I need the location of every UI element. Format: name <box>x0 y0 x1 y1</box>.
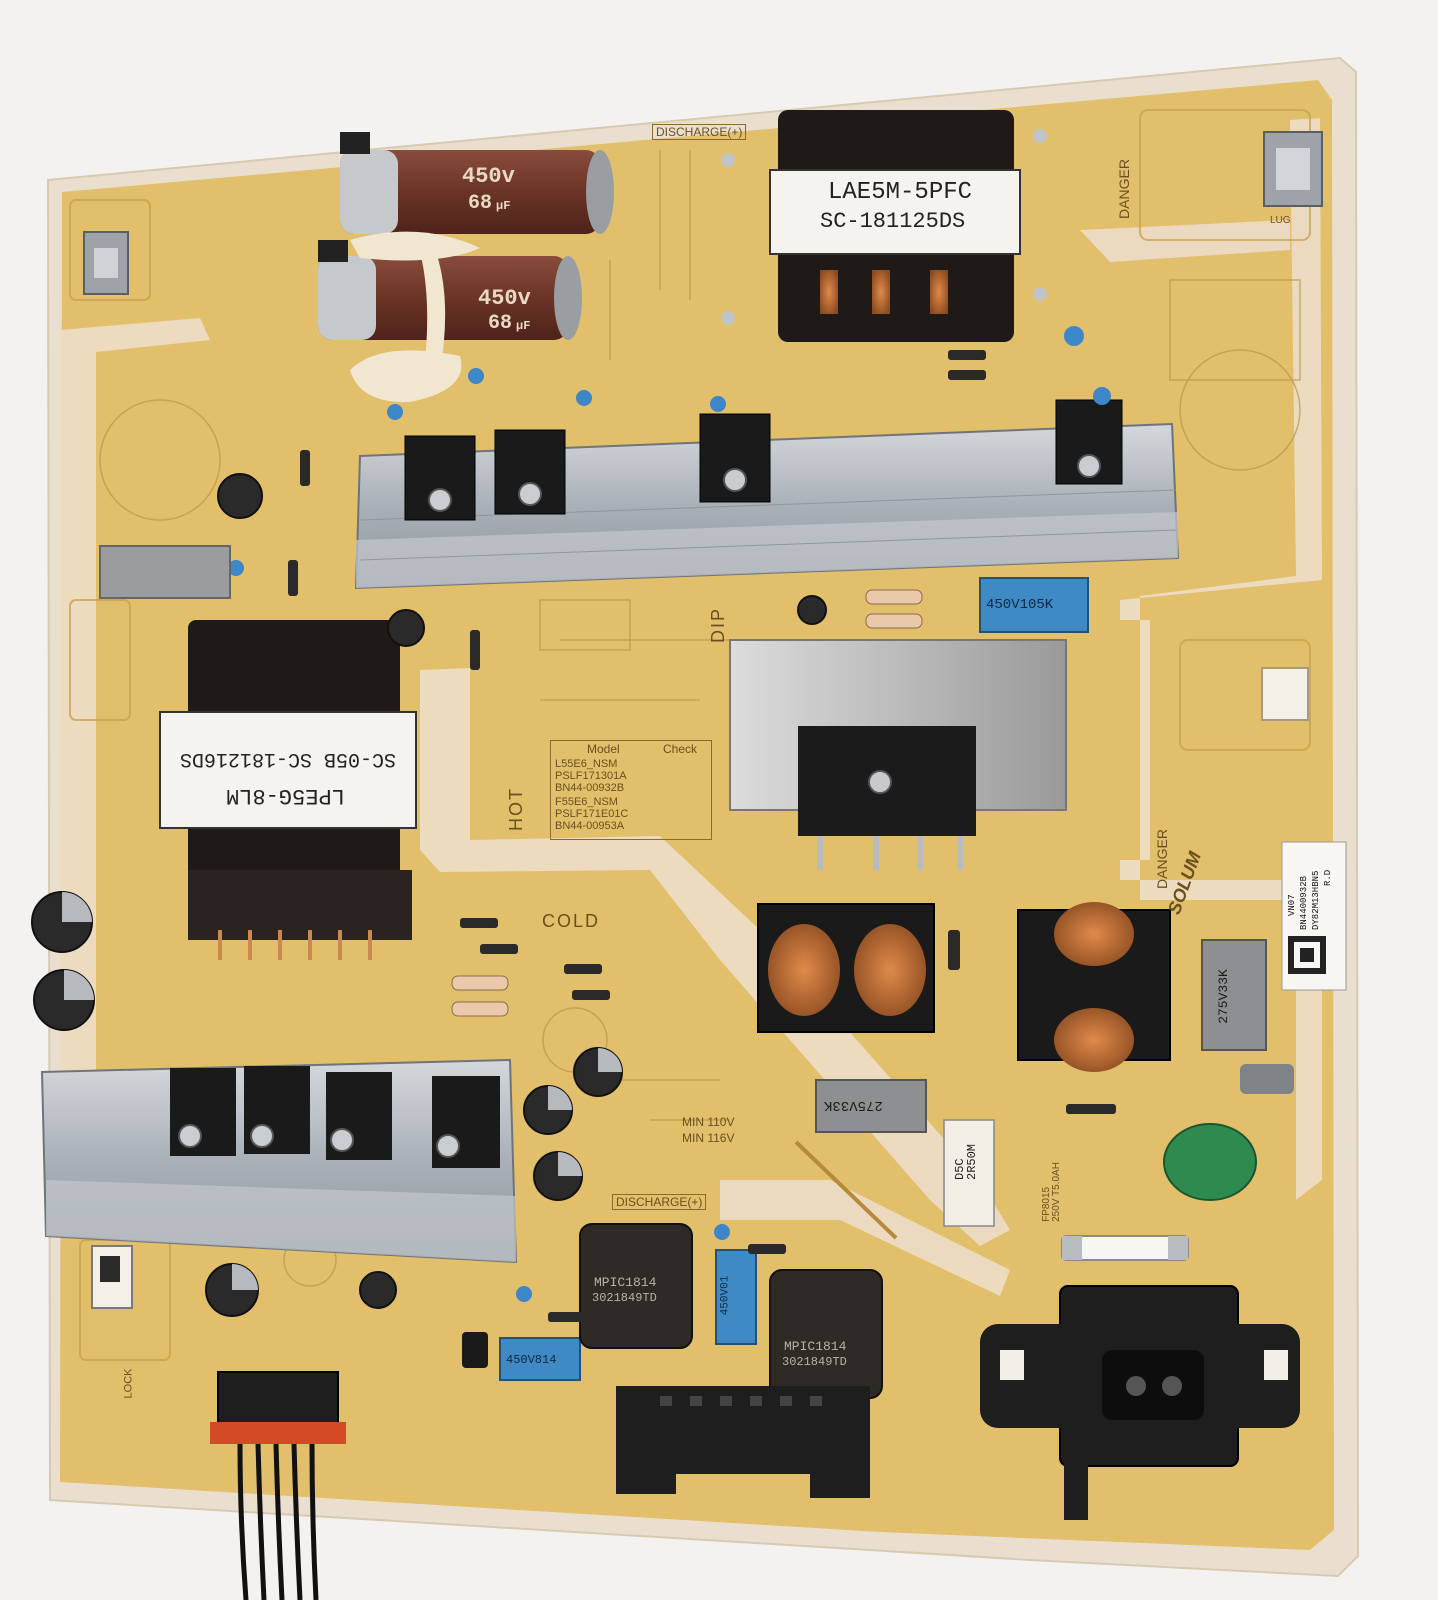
sticker-line-3: DY82M13HBN5 <box>1311 870 1321 930</box>
bulk-cap-1-voltage: 450v <box>462 164 515 189</box>
silk-discharge-top: DISCHARGE(+) <box>652 124 747 140</box>
product-sticker: VN07 BN4400932B DY82M13HBN5 R.D <box>1284 846 1344 934</box>
main-transformer-label-1: LPE5G-8LM <box>226 783 345 808</box>
check-header: Check <box>663 742 698 756</box>
model-2: F55E6_NSM <box>555 796 618 808</box>
silk-hot: HOT <box>506 787 526 831</box>
bulk-cap-2-unit: µF <box>516 319 531 333</box>
bulk-cap-2-capacitance: 68 <box>488 312 513 335</box>
voltage-note-1: MIN 110V <box>682 1115 735 1129</box>
model-1: L55E6_NSM <box>555 758 618 770</box>
voltage-note-2: MIN 116V <box>682 1131 735 1145</box>
silk-cold: COLD <box>542 911 601 931</box>
pfc-transformer-label-2: SC-181125DS <box>820 209 966 234</box>
silk-lug: LUG <box>1270 215 1291 226</box>
silk-lock: LOCK <box>122 1368 135 1399</box>
silk-danger-mid: DANGER <box>1153 829 1170 889</box>
silk-dip: DIP <box>708 606 729 644</box>
pfc-transformer-label-1: LAE5M-5PFC <box>828 179 973 206</box>
sticker-line-1: VN07 <box>1287 894 1297 916</box>
inductor-a-label: MPIC1814 <box>594 1275 657 1290</box>
bulk-cap-2-voltage: 450v <box>478 286 531 311</box>
sticker-line-2: BN4400932B <box>1299 875 1309 930</box>
sticker-line-4: R.D <box>1323 869 1333 886</box>
model-2-code: PSLF171E01C <box>555 808 629 820</box>
ntc-label: D5C 2R50M <box>953 1143 980 1181</box>
film-cap-bottom-label: 450V814 <box>506 1353 557 1367</box>
inductor-a-code: 3021849TD <box>592 1291 657 1305</box>
silk-danger-top: DANGER <box>1115 159 1132 219</box>
inductor-b-label: MPIC1814 <box>784 1339 847 1354</box>
model-header: Model <box>587 742 620 756</box>
main-transformer-label-2: SC-05B SC-181216DS <box>180 747 397 770</box>
bulk-cap-1-unit: µF <box>496 199 511 213</box>
model-2-part: BN44-00953A <box>555 820 625 832</box>
x-cap-b-label: 275V33K <box>1215 969 1231 1024</box>
film-cap-mid-label: 450V01 <box>719 1275 732 1316</box>
model-1-code: PSLF171301A <box>555 770 627 782</box>
silk-discharge-bottom: DISCHARGE(+) <box>612 1194 707 1210</box>
model-table: Model Check L55E6_NSM PSLF171301A BN44-0… <box>550 740 712 840</box>
x-cap-a-label: 275V33K <box>824 1097 883 1113</box>
model-1-part: BN44-00932B <box>555 782 625 794</box>
bulk-cap-1-capacitance: 68 <box>468 192 493 215</box>
fuse-label: FP8015 250V T5.0AH <box>1040 1162 1062 1222</box>
inductor-b-code: 3021849TD <box>782 1355 847 1369</box>
film-cap-top-label: 450V105K <box>986 597 1054 613</box>
